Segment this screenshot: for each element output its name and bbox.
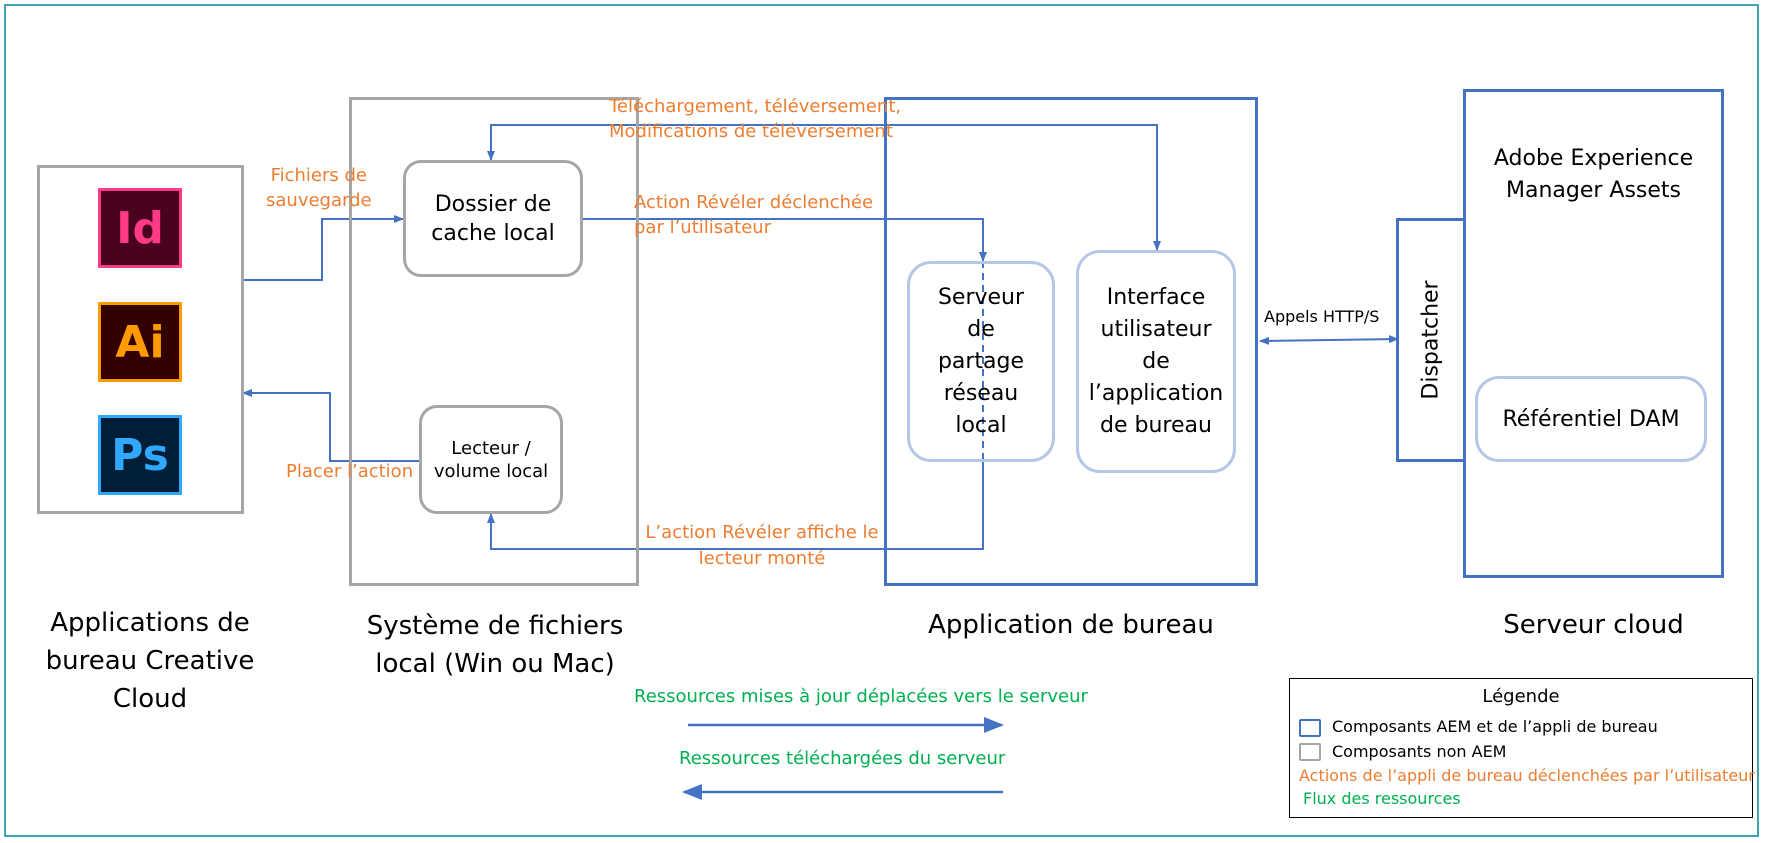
download-upload-arrow: [487, 124, 1161, 251]
legend-flow-label: Flux des ressources: [1303, 789, 1461, 808]
cc-apps-box: [37, 165, 244, 514]
legend-aem-label: Composants AEM et de l’appli de bureau: [1332, 717, 1658, 736]
upload-flow-label: Ressources mises à jour déplacées vers l…: [634, 686, 1088, 707]
http-calls-label: Appels HTTP/S: [1264, 307, 1380, 326]
illustrator-icon: Ai: [98, 302, 182, 382]
legend-box: [1289, 678, 1753, 818]
download-flow-label: Ressources téléchargées du serveur: [679, 748, 1006, 769]
dispatcher-box: [1396, 218, 1466, 462]
reveal-shows-arrow: [487, 462, 984, 550]
cloud-caption: Serveur cloud: [1503, 610, 1684, 640]
cache-folder-node: Dossier de cache local: [403, 160, 583, 277]
place-action-arrow: [242, 389, 419, 462]
reveal-shows-label: L’action Révéler affiche le lecteur mont…: [645, 522, 879, 569]
download-upload-label: Téléchargement, téléversement, Modificat…: [609, 96, 902, 142]
filesystem-box: [349, 97, 639, 586]
place-action-label: Placer l’action: [286, 461, 414, 482]
legend-non-aem-label: Composants non AEM: [1332, 742, 1507, 761]
reveal-action-label: Action Révéler déclenchée par l’utilisat…: [634, 192, 874, 238]
desktop-app-box: [884, 97, 1258, 586]
local-drive-node: Lecteur / volume local: [419, 405, 563, 514]
network-share-node: Serveur de partage réseau local: [907, 261, 1055, 462]
indesign-icon: Id: [98, 188, 182, 268]
legend-title: Légende: [1482, 686, 1560, 707]
photoshop-icon: Ps: [98, 415, 182, 495]
reveal-action-arrow: [583, 218, 987, 262]
save-files-arrow: [243, 215, 404, 281]
filesystem-caption: Système de fichiers local (Win ou Mac): [366, 611, 624, 679]
desktop-app-caption: Application de bureau: [928, 610, 1214, 640]
aem-assets-label: Adobe Experience Manager Assets: [1493, 146, 1694, 203]
dam-repo-node: Référentiel DAM: [1475, 376, 1707, 462]
cc-apps-caption: Applications de bureau Creative Cloud: [45, 608, 255, 714]
save-files-label: Fichiers de sauvegarde: [266, 165, 372, 211]
legend-aem-swatch: [1299, 719, 1321, 737]
legend-non-aem-swatch: [1299, 743, 1321, 761]
http-calls-arrow: [1259, 335, 1399, 345]
dispatcher-label: Dispatcher: [1418, 280, 1444, 400]
app-ui-node: Interface utilisateur de l’application d…: [1076, 250, 1236, 473]
diagram-frame: [4, 4, 1759, 837]
legend-actions-label: Actions de l’appli de bureau déclenchées…: [1299, 766, 1755, 785]
